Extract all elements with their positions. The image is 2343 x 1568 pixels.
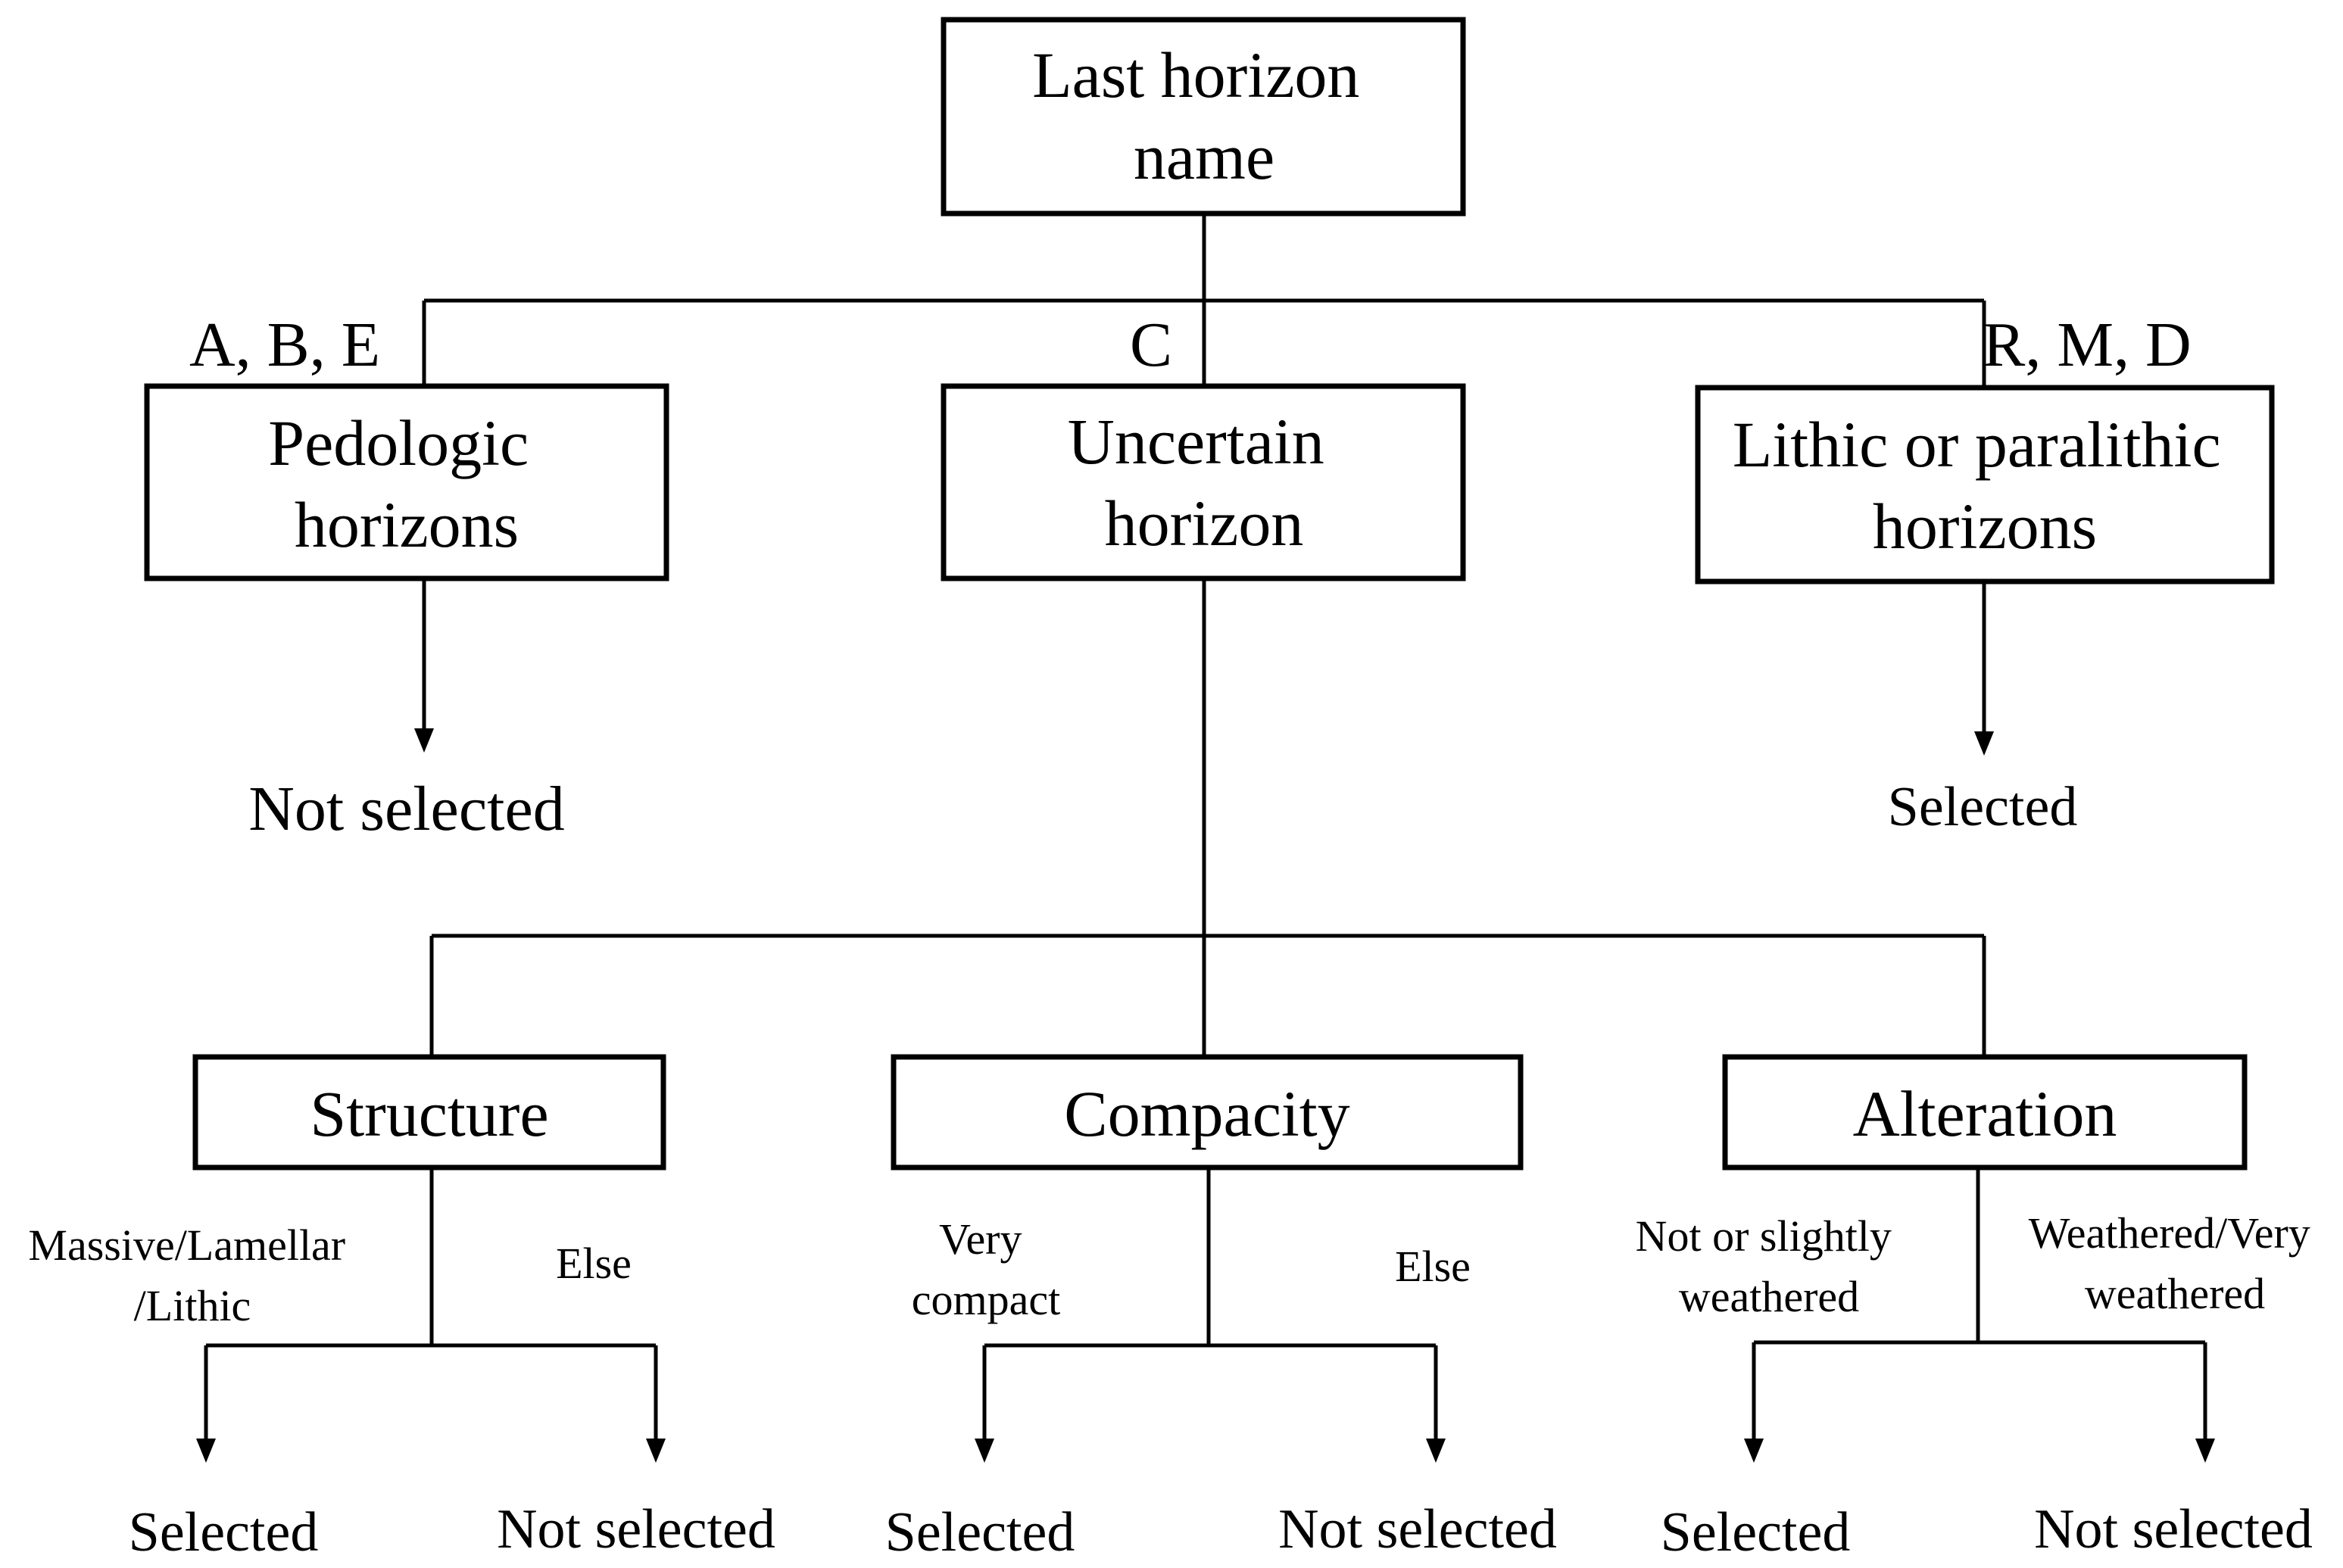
node-alteration-box [1722, 1054, 2248, 1171]
node-pedologic: Pedologic horizons [144, 383, 669, 581]
condition-structure-left-line-2: /Lithic [134, 1281, 251, 1330]
svg-text:Uncertain horizon: Uncertain horizon [1068, 405, 1341, 560]
outcome-alteration-left: Selected [1661, 1501, 1851, 1563]
arrowhead-alteration-right [2195, 1439, 2215, 1463]
condition-alteration-left-line-1: Not or slightly [1636, 1211, 1892, 1261]
arrowhead-lithic [1974, 731, 1994, 756]
svg-text:Last horizon name: Last horizon name [1032, 39, 1376, 193]
condition-structure-left: Massive/Lamellar /Lithic [28, 1220, 356, 1330]
outcome-alteration-right: Not selected [2034, 1498, 2313, 1560]
outcome-lithic: Selected [1888, 776, 2078, 838]
condition-structure-right: Else [556, 1239, 632, 1288]
condition-alteration-right-line-1: Weathered/Very [2029, 1208, 2310, 1258]
branch-label-c: C [1130, 310, 1172, 380]
arrow-heads [196, 728, 2215, 1463]
condition-compacity-left-line-1: Very [939, 1214, 1022, 1264]
outcome-structure-right: Not selected [497, 1498, 775, 1560]
condition-alteration-right: Weathered/Very weathered [2029, 1208, 2322, 1318]
svg-text:Lithic or paralithic hor: Lithic or paralithic horizons [1733, 408, 2237, 563]
condition-compacity-left: Very compact [912, 1214, 1060, 1324]
arrowhead-structure-left [196, 1439, 216, 1463]
arrowhead-compacity-left [975, 1439, 994, 1463]
condition-alteration-right-line-2: weathered [2085, 1269, 2265, 1318]
node-root-line-2: name [1134, 120, 1274, 193]
condition-alteration-left-line-2: weathered [1679, 1272, 1859, 1321]
outcome-pedologic: Not selected [248, 774, 565, 844]
condition-alteration-left: Not or slightly weathered [1636, 1211, 1903, 1321]
branch-label-abe: A, B, E [189, 310, 380, 380]
arrowhead-pedologic [414, 728, 434, 753]
branch-label-rmd: R, M, D [1983, 310, 2191, 380]
condition-compacity-right: Else [1395, 1242, 1471, 1291]
node-structure-label: Structure [310, 1077, 548, 1150]
node-lithic-box [1695, 385, 2275, 584]
node-lithic-line-1: Lithic or paralithic [1733, 408, 2221, 481]
node-root-line-1: Last horizon [1032, 39, 1359, 111]
node-structure-box [192, 1054, 666, 1171]
arrowhead-alteration-left [1744, 1439, 1764, 1463]
node-root-box [941, 17, 1466, 217]
condition-compacity-left-line-2: compact [912, 1275, 1060, 1324]
node-alteration-label: Alteration [1853, 1077, 2117, 1150]
connector-alteration-fork [1752, 1167, 2207, 1439]
outcome-structure-left: Selected [129, 1501, 319, 1563]
node-root: Last horizon name [941, 17, 1466, 217]
node-structure: Structure [192, 1054, 666, 1171]
node-alteration: Alteration [1722, 1054, 2248, 1171]
connector-structure-fork [204, 1167, 658, 1439]
node-pedologic-line-1: Pedologic [268, 407, 529, 479]
node-uncertain: Uncertain horizon [941, 383, 1466, 581]
node-lithic: Lithic or paralithic horizons [1695, 385, 2275, 584]
outcome-compacity-right: Not selected [1278, 1498, 1557, 1560]
node-uncertain-line-2: horizon [1105, 487, 1304, 560]
node-pedologic-box [144, 383, 669, 581]
node-compacity-box [891, 1054, 1524, 1171]
connector-lines [204, 214, 2207, 1439]
outcome-compacity-left: Selected [885, 1501, 1075, 1563]
node-uncertain-line-1: Uncertain [1068, 405, 1324, 478]
node-uncertain-box [941, 383, 1466, 581]
condition-structure-left-line-1: Massive/Lamellar [28, 1220, 345, 1270]
svg-text:Pedologic horizons: Pedologic horizons [268, 407, 544, 561]
node-compacity-label: Compacity [1064, 1077, 1349, 1150]
connector-compacity-fork [982, 1167, 1438, 1439]
node-pedologic-line-2: horizons [295, 488, 519, 561]
arrowhead-structure-right [646, 1439, 666, 1463]
node-lithic-line-2: horizons [1873, 490, 2097, 563]
arrowhead-compacity-right [1426, 1439, 1446, 1463]
node-compacity: Compacity [891, 1054, 1524, 1171]
